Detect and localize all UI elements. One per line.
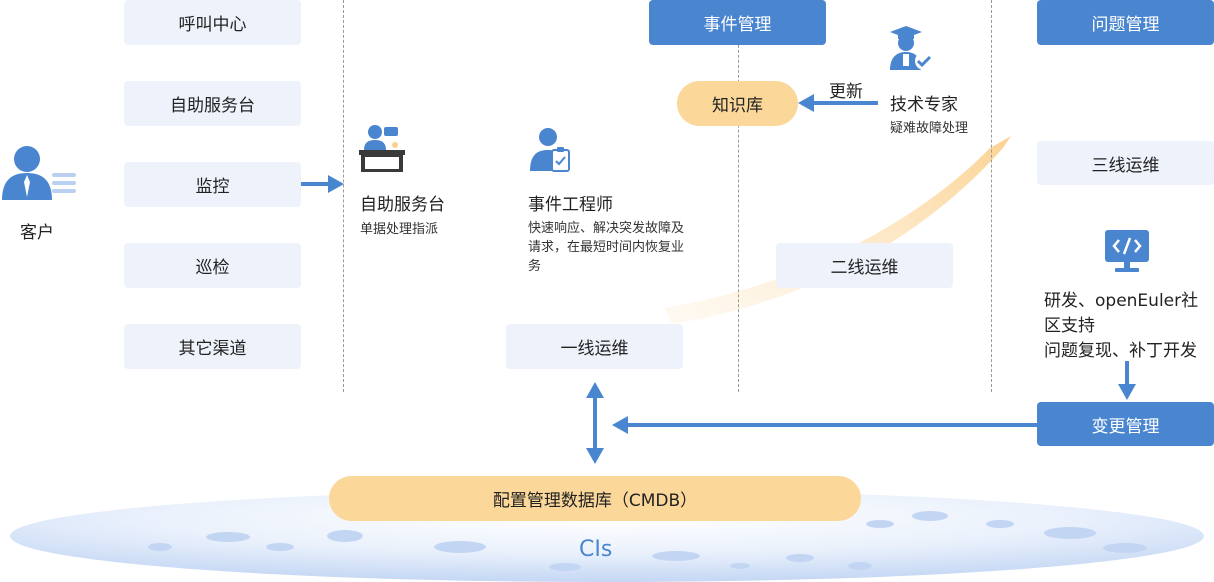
code-monitor-icon: [1104, 229, 1150, 273]
self-service-desc: 单据处理指派: [360, 222, 439, 237]
channel-other: 其它渠道: [124, 324, 301, 369]
channel-monitoring: 监控: [124, 162, 301, 207]
update-arrow: [798, 94, 878, 112]
channel-call-center: 呼叫中心: [124, 0, 301, 45]
second-line-box: 二线运维: [776, 243, 953, 288]
first-line-box: 一线运维: [506, 324, 683, 369]
channel-self-service: 自助服务台: [124, 81, 301, 126]
engineer-title: 事件工程师: [528, 195, 613, 215]
first-line-cmdb-arrow: [586, 382, 604, 464]
divider-2: [738, 0, 739, 392]
monitor-to-desk-arrow: [301, 175, 344, 193]
dev-to-change-arrow: [1118, 361, 1136, 400]
escalation-beam: [664, 136, 1011, 324]
divider-1: [343, 0, 344, 392]
cloud-spots: [148, 511, 1147, 571]
cis-cloud: [10, 490, 1204, 582]
dev-support-text: 研发、openEuler社区支持 问题复现、补丁开发: [1044, 289, 1214, 364]
customer-icon: [0, 142, 80, 202]
channel-inspection: 巡检: [124, 243, 301, 288]
engineer-desc: 快速响应、解决突发故障及请求，在最短时间内恢复业务: [528, 221, 685, 274]
expert-desc: 疑难故障处理: [890, 121, 969, 136]
self-service-title: 自助服务台: [360, 195, 445, 215]
expert-icon: [888, 26, 936, 72]
knowledge-base-box: 知识库: [677, 81, 798, 126]
third-line-box: 三线运维: [1037, 141, 1214, 185]
service-desk-icon: [358, 124, 408, 173]
problem-management-box: 问题管理: [1037, 0, 1214, 45]
incident-management-box: 事件管理: [649, 0, 826, 45]
cmdb-box: 配置管理数据库（CMDB）: [329, 476, 861, 521]
dev-support-line1: 研发、openEuler社区支持: [1044, 291, 1199, 336]
divider-3: [991, 0, 992, 392]
change-to-first-line-arrow: [612, 416, 1037, 434]
customer-label: 客户: [20, 223, 54, 243]
cis-label: CIs: [579, 537, 613, 562]
update-label: 更新: [829, 82, 863, 102]
expert-title: 技术专家: [890, 95, 958, 115]
engineer-icon: [528, 127, 572, 173]
dev-support-line2: 问题复现、补丁开发: [1044, 341, 1197, 361]
change-management-box: 变更管理: [1037, 402, 1214, 446]
